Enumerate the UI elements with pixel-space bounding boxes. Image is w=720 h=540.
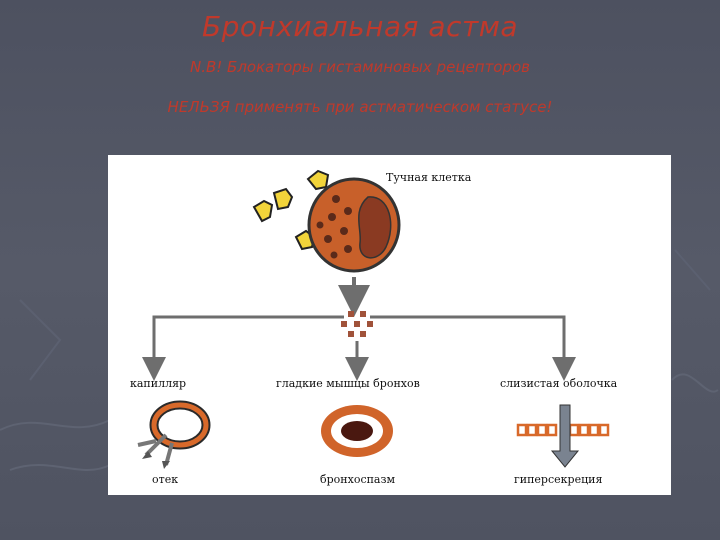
mucosa-icon <box>516 404 610 468</box>
bronchus-icon <box>321 405 393 457</box>
slide-title: Бронхиальная астма <box>201 10 519 43</box>
slide-note-line1: N.B! Блокаторы гистаминовых рецепторов <box>189 58 531 76</box>
diagram-drawing <box>137 169 610 469</box>
branch-top-label-capillary: капилляр <box>130 377 187 390</box>
mast-cell-label: Тучная клетка <box>386 171 472 184</box>
branch-bottom-label-bronchospasm: бронхоспазм <box>320 473 396 486</box>
mediator-granules-icon <box>341 311 373 337</box>
branch-bottom-label-edema: отек <box>152 473 179 486</box>
mast-cell-diagram: Тучная клетка капилляр гладкие мышцы бро… <box>108 155 671 495</box>
slide-note-line2: НЕЛЬЗЯ применять при астматическом стату… <box>167 98 553 116</box>
mast-cell-icon <box>307 177 401 273</box>
branch-top-label-bronchial-muscle: гладкие мышцы бронхов <box>276 377 420 390</box>
branch-arrows <box>142 315 576 381</box>
branch-bottom-label-hypersecretion: гиперсекреция <box>514 473 603 486</box>
capillary-icon <box>137 400 211 469</box>
branch-top-label-mucosa: слизистая оболочка <box>500 377 618 390</box>
